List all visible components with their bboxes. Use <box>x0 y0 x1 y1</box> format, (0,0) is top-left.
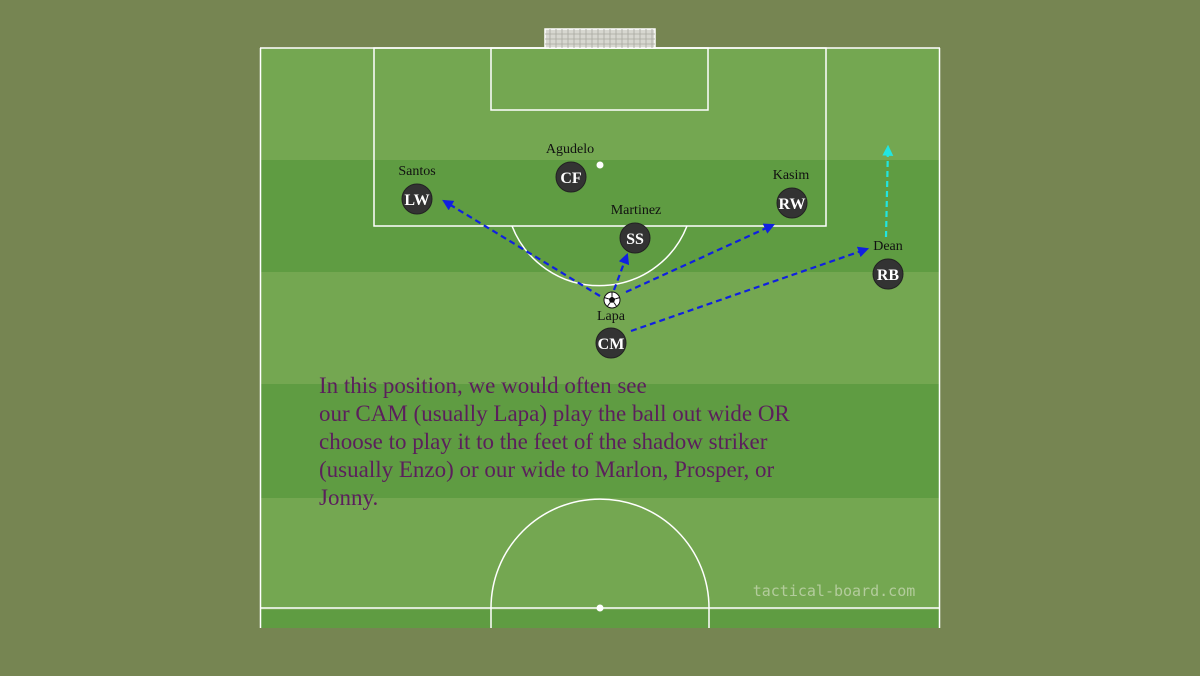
net-mesh <box>545 29 655 48</box>
player-name: Dean <box>873 239 903 254</box>
pitch-stripe <box>260 498 940 610</box>
center-spot <box>596 604 604 612</box>
soccer-ball-icon[interactable] <box>603 291 621 309</box>
note-line: In this position, we would often see <box>319 373 647 398</box>
player-name: Martinez <box>611 203 662 218</box>
penalty-spot <box>596 161 604 169</box>
player-position: SS <box>626 231 644 248</box>
run-arrow-rb-overlap <box>882 144 894 238</box>
pitch-stripe <box>260 160 940 272</box>
player-token <box>595 327 627 359</box>
player-kasim[interactable]: Kasim RW <box>773 168 810 219</box>
pitch-stripe <box>260 272 940 384</box>
pass-arrow-to-ss <box>612 252 630 291</box>
player-token <box>401 183 433 215</box>
player-position: CF <box>560 170 582 187</box>
player-position: RW <box>779 196 806 213</box>
pitch-stripe <box>260 48 940 160</box>
player-martinez[interactable]: Martinez SS <box>611 203 662 254</box>
goal-frame <box>544 28 656 49</box>
note-line: (usually Enzo) or our wide to Marlon, Pr… <box>319 457 775 482</box>
player-name: Kasim <box>773 168 810 183</box>
note-line: our CAM (usually Lapa) play the ball out… <box>319 401 790 426</box>
pitch-stripe <box>260 384 940 498</box>
pitch-stripe <box>260 610 940 628</box>
player-name: Lapa <box>597 309 626 324</box>
center-circle <box>490 498 710 628</box>
player-position: CM <box>598 336 625 353</box>
note-line: Jonny. <box>319 485 379 510</box>
note-line: choose to play it to the feet of the sha… <box>319 429 768 454</box>
player-lapa[interactable]: Lapa CM <box>595 309 627 359</box>
player-santos[interactable]: Santos LW <box>398 164 436 215</box>
pass-arrows <box>442 144 894 333</box>
player-position: RB <box>877 267 900 284</box>
player-token <box>555 161 587 193</box>
pass-arrow-to-rb <box>630 246 870 333</box>
pass-arrow-to-rw <box>625 223 776 294</box>
player-name: Agudelo <box>546 142 594 157</box>
player-agudelo[interactable]: Agudelo CF <box>546 142 594 193</box>
pass-arrow-to-lw <box>442 199 601 297</box>
player-token <box>872 258 904 290</box>
goal-net <box>544 28 656 49</box>
player-token <box>619 222 651 254</box>
player-position: LW <box>404 192 429 209</box>
player-name: Santos <box>398 164 435 179</box>
player-token <box>776 187 808 219</box>
tactical-note: In this position, we would often see our… <box>319 372 919 512</box>
watermark: tactical-board.com <box>753 582 916 600</box>
player-dean[interactable]: Dean RB <box>872 239 904 290</box>
